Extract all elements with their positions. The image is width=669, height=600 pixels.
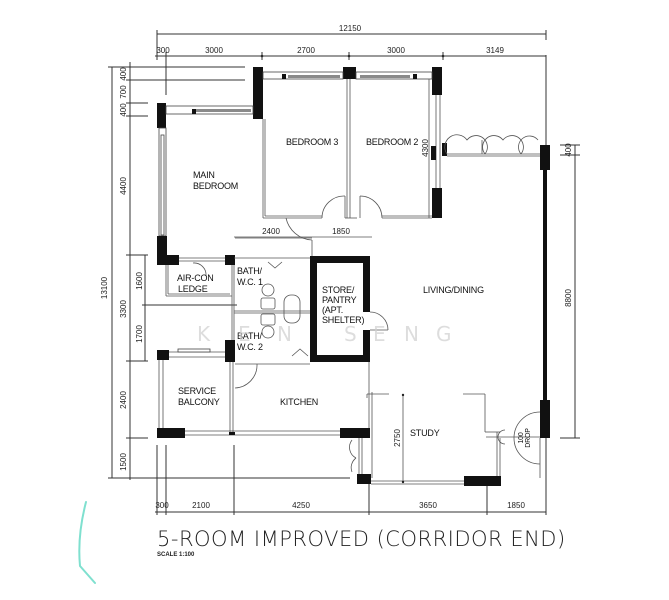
label-aircon-ledge-2: LEDGE bbox=[178, 284, 208, 294]
dim-right-1: 8800 bbox=[564, 289, 573, 307]
dim-corridor-b: 1850 bbox=[332, 227, 350, 236]
dim-left-inner-1: 1700 bbox=[135, 325, 144, 343]
label-aircon-ledge-1: AIR-CON bbox=[177, 273, 214, 283]
watermark-letter: G bbox=[436, 322, 452, 346]
label-main-bedroom-2: BEDROOM bbox=[193, 181, 238, 191]
label-bath-1a: BATH/ bbox=[237, 266, 263, 276]
dim-left-overall: 13100 bbox=[100, 276, 109, 299]
label-service-balcony-1: SERVICE bbox=[178, 386, 216, 396]
dim-top-3: 3000 bbox=[387, 46, 405, 55]
label-drop-1: 100 bbox=[518, 432, 525, 443]
label-service-balcony-2: BALCONY bbox=[178, 397, 220, 407]
label-bedroom-3: BEDROOM 3 bbox=[286, 137, 338, 147]
dim-bottom-1: 2100 bbox=[192, 501, 210, 510]
dim-left-3: 4400 bbox=[119, 177, 128, 195]
watermark-letter: K bbox=[197, 322, 211, 346]
label-store-4: SHELTER) bbox=[322, 315, 364, 325]
dim-top-0: 300 bbox=[156, 46, 170, 55]
watermark-letter: N bbox=[404, 322, 419, 346]
label-kitchen: KITCHEN bbox=[280, 397, 318, 407]
dim-left-1: 700 bbox=[119, 85, 128, 99]
plan-title: 5-ROOM IMPROVED (CORRIDOR END) bbox=[157, 527, 566, 551]
dim-bottom-0: 300 bbox=[155, 501, 169, 510]
watermark-letter: N bbox=[277, 322, 292, 346]
watermark: K E N S E N G bbox=[197, 322, 452, 346]
label-living-dining: LIVING/DINING bbox=[423, 285, 484, 295]
dim-left-0: 400 bbox=[119, 67, 128, 81]
watermark-letter: E bbox=[373, 322, 386, 346]
dim-bottom-4: 1850 bbox=[507, 501, 525, 510]
dim-top-overall: 12150 bbox=[339, 24, 362, 33]
top-dimensions: 12150 300 3000 2700 3000 3149 bbox=[155, 24, 547, 440]
label-bath-2b: W.C. 2 bbox=[237, 342, 263, 352]
dim-top-1: 3000 bbox=[205, 46, 223, 55]
dim-bottom-3: 3650 bbox=[419, 501, 437, 510]
dim-right-0: 400 bbox=[564, 143, 573, 157]
dim-left-2: 400 bbox=[119, 103, 128, 117]
dim-corridor-a: 2400 bbox=[262, 227, 280, 236]
watermark-letter: E bbox=[238, 322, 251, 346]
dim-left-inner-0: 1600 bbox=[135, 272, 144, 290]
dim-bedroom2-depth: 4300 bbox=[421, 139, 430, 157]
left-dimensions: 13100 400 700 400 4400 3300 2400 1500 16… bbox=[100, 62, 350, 480]
label-bedroom-2: BEDROOM 2 bbox=[366, 137, 418, 147]
label-drop-2: DROP bbox=[525, 428, 532, 448]
dim-left-5: 2400 bbox=[119, 391, 128, 409]
label-bath-2a: BATH/ bbox=[237, 331, 263, 341]
label-store-3: (APT. bbox=[322, 305, 343, 315]
dim-bottom-2: 4250 bbox=[292, 501, 310, 510]
dim-top-2: 2700 bbox=[297, 46, 315, 55]
dim-left-6: 1500 bbox=[119, 453, 128, 471]
bottom-dimensions: 300 2100 4250 3650 1850 bbox=[155, 440, 547, 515]
label-store-1: STORE/ bbox=[322, 285, 355, 295]
plan-scale: SCALE 1:100 bbox=[157, 552, 195, 558]
watermark-letter: S bbox=[344, 322, 357, 346]
dim-study-depth: 2750 bbox=[393, 429, 402, 447]
label-study: STUDY bbox=[410, 428, 440, 438]
pen-mark bbox=[78, 501, 96, 584]
right-dimensions: 400 8800 bbox=[560, 143, 580, 439]
label-main-bedroom-1: MAIN bbox=[193, 170, 215, 180]
dim-top-4: 3149 bbox=[486, 46, 504, 55]
room-labels: MAIN BEDROOM BEDROOM 3 BEDROOM 2 AIR-CON… bbox=[177, 137, 532, 448]
dim-left-4: 3300 bbox=[119, 300, 128, 318]
walls bbox=[157, 67, 550, 486]
label-store-2: PANTRY bbox=[322, 295, 357, 305]
label-bath-1b: W.C. 1 bbox=[237, 277, 263, 287]
